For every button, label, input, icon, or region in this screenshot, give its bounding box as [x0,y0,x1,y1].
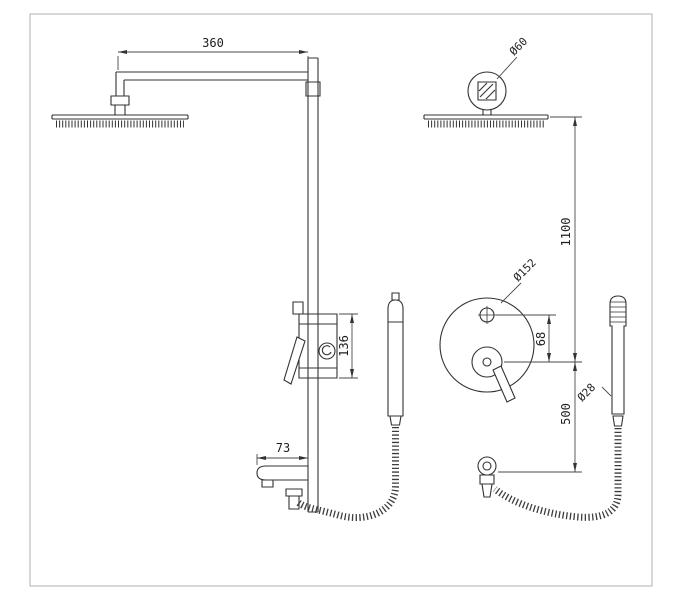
control-knob [471,346,503,378]
dim-label-valve-to-outlet: 500 [559,403,573,425]
drawing-border [29,13,653,587]
dim-label-head-to-valve: 1100 [559,218,573,247]
mixer-valve-side [439,297,535,403]
temperature-dial [318,342,336,360]
leader-line [496,56,518,80]
dimension-valve-height: 136 [337,313,358,379]
shower-hose-front [294,427,399,522]
mixer-plate-circle [439,297,535,393]
leader-line [500,282,522,304]
shower-hose-side [492,428,622,521]
spout-hose-nut [285,488,303,510]
label-head-joint-diameter: Ø60 [496,35,530,80]
extension-lines [256,454,309,465]
label-handshower-diameter: Ø28 [575,381,612,404]
mixer-valve-front [283,301,338,385]
mixer-lever [283,336,306,385]
wall-outlet-elbow [477,456,497,498]
dimension-spout-length: 73 [256,441,309,465]
tub-spout [256,465,308,488]
side-view: Ø60 Ø152 68 1100 [423,35,627,521]
control-lever [492,365,516,403]
wall-riser-bar [305,57,321,513]
dim-label-arm-length: 360 [202,36,224,50]
outlet-flange [477,456,497,476]
dim-label-diverter-offset: 68 [534,332,548,346]
dim-label-spout-length: 73 [276,441,290,455]
dia-label-head-joint: Ø60 [507,35,530,58]
dim-label-valve-height: 136 [337,335,351,357]
dimension-diverter-offset: 68 [496,314,582,363]
hand-shower-front [387,292,404,426]
outlet-center [482,461,492,471]
extension-lines [117,56,309,70]
head-joint-detail [477,81,497,115]
diverter-centerlines [478,306,496,324]
leader-line [601,386,612,397]
hand-shower-side [609,295,627,427]
extension-lines [496,314,582,363]
rain-shower-head-front [51,114,189,120]
head-joint-circle [467,71,507,111]
dimension-valve-to-outlet: 500 [498,362,582,473]
dimension-arm-length: 360 [117,36,309,70]
rain-shower-head-side [423,114,549,120]
mixer-body [292,301,338,379]
shower-arm [110,71,308,116]
dimension-head-to-valve: 1100 [550,116,582,362]
extension-lines [339,313,358,379]
dia-label-handshower: Ø28 [575,381,598,404]
hand-shower-hatch [610,301,626,323]
front-view: 360 136 73 [51,36,404,522]
knob-center [482,357,492,367]
outlet-nut [479,474,495,498]
hand-shower-outline [609,295,627,427]
dial-symbol [321,345,332,356]
label-valve-plate-diameter: Ø152 [500,256,539,304]
dia-label-valve-plate: Ø152 [511,256,539,284]
